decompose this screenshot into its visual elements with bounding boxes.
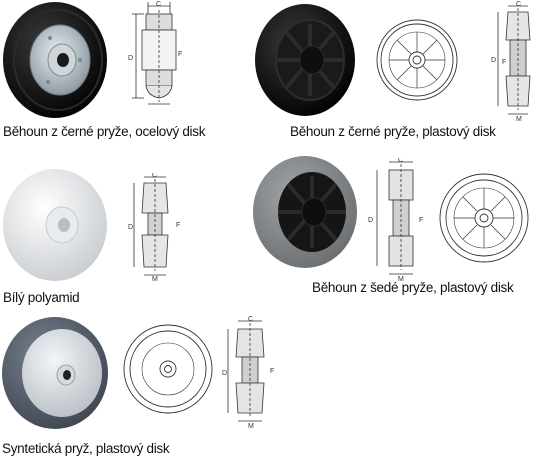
front-view-drawing-grey-rubber — [439, 173, 529, 263]
caption-black-plastic: Běhoun z černé pryže, plastový disk — [290, 124, 496, 139]
dim-label-c: C — [152, 173, 157, 179]
dim-label-d: D — [368, 217, 373, 224]
cross-section-drawing-black-plastic: C D F M — [491, 1, 531, 123]
front-view-drawing-synthetic — [123, 324, 213, 414]
front-view-drawing-black-plastic — [376, 19, 458, 101]
caption-white-polyamide: Bílý polyamid — [3, 290, 80, 305]
wheel-photo-black-steel — [3, 2, 107, 118]
dim-label-f: F — [176, 222, 180, 229]
cross-section-drawing-synthetic: C D F M — [222, 316, 274, 430]
cross-section-drawing-grey-rubber: C D F M — [368, 158, 423, 283]
dim-label-f: F — [270, 368, 274, 375]
dim-label-d: D — [222, 370, 227, 377]
dim-label-d: D — [128, 55, 133, 62]
product-black-rubber-steel-disk: C D F Běhoun z černé pryže, ocelový disk — [0, 0, 205, 150]
dim-label-c: C — [156, 1, 161, 8]
wheel-photo-white-polyamide — [3, 169, 107, 281]
caption-grey-plastic: Běhoun z šedé pryže, plastový disk — [312, 280, 514, 295]
wheel-photo-black-plastic — [255, 4, 355, 116]
cross-section-drawing-black-steel: C D F — [128, 1, 182, 105]
dim-label-m: M — [248, 423, 254, 430]
dim-label-c: C — [248, 316, 253, 323]
dim-label-d: D — [128, 224, 133, 231]
product-grey-rubber-plastic-disk: C D F M Běhoun z šedé pryže, plastový di… — [250, 150, 550, 300]
cross-section-drawing-white-polyamide: C D F M — [128, 173, 180, 283]
product-white-polyamide: C D F M Bílý polyamid — [0, 165, 220, 310]
dim-label-f: F — [419, 217, 423, 224]
dim-label-m: M — [516, 116, 522, 123]
wheel-photo-grey-rubber — [253, 156, 357, 268]
dim-label-c: C — [516, 1, 521, 8]
dim-label-c: C — [398, 158, 403, 164]
caption-black-steel: Běhoun z černé pryže, ocelový disk — [3, 124, 206, 139]
dim-label-f: F — [178, 51, 182, 58]
wheel-photo-synthetic — [2, 317, 108, 429]
dim-label-f: F — [502, 59, 506, 66]
dim-label-d: D — [491, 57, 496, 64]
dim-label-m: M — [152, 276, 158, 283]
product-black-rubber-plastic-disk: C D F M Běhoun z černé pryže, plastový d… — [250, 0, 550, 150]
caption-synthetic-plastic: Syntetická pryž, plastový disk — [2, 441, 170, 456]
dim-label-m: M — [398, 276, 404, 283]
product-synthetic-rubber-plastic-disk: C D F M Syntetická pryž, plastový disk — [0, 315, 300, 458]
